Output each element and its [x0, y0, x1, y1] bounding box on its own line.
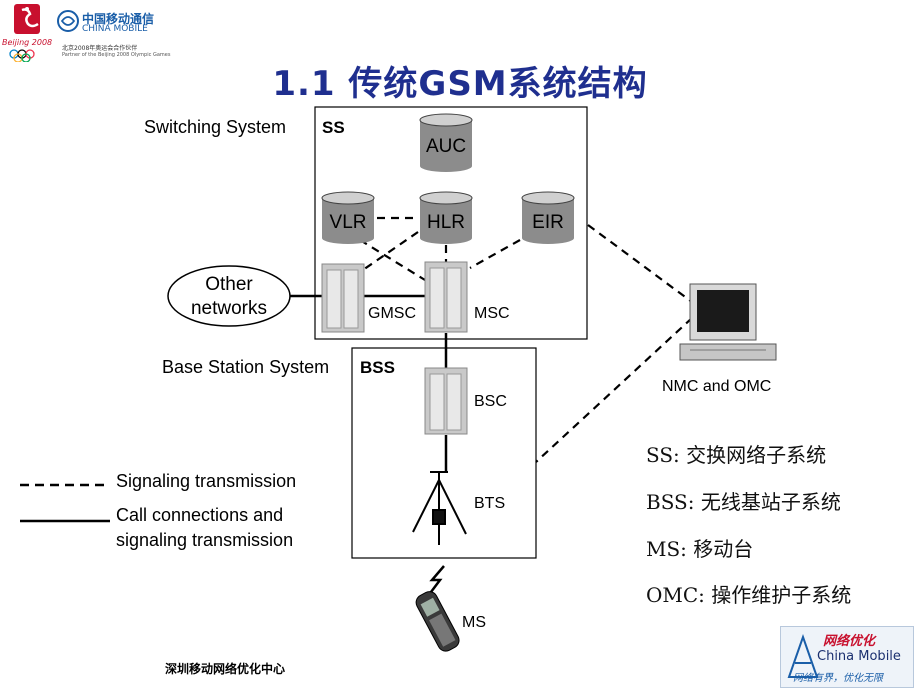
beijing-label: Beijing 2008: [2, 38, 53, 47]
partner-text-cn: 北京2008年奥运会合作伙伴: [62, 45, 138, 52]
bss-caption: Base Station System: [162, 357, 329, 377]
bsc-rack-icon: [424, 367, 468, 435]
auc-cylinder: [419, 113, 473, 172]
ss-box: [314, 106, 588, 340]
eir-label: EIR: [532, 212, 564, 233]
msc-label: MSC: [474, 305, 510, 322]
call-links: [290, 294, 448, 472]
footer-org: 深圳移动网络优化中心: [165, 662, 286, 676]
badge-title-en: China Mobile: [817, 649, 901, 664]
badge-title-cn: 网络优化: [823, 634, 876, 649]
bss-tag: BSS: [360, 358, 395, 377]
vlr-label: VLR: [330, 212, 367, 233]
gmsc-rack-icon: [321, 263, 365, 333]
hlr-label: HLR: [427, 212, 465, 233]
bss-box: [351, 347, 537, 559]
china-mobile-name-cn: 中国移动通信: [82, 12, 155, 26]
vlr-cylinder: [321, 191, 375, 244]
definition-bss: BSS: 无线基站子系统: [646, 490, 841, 514]
bsc-label: BSC: [474, 393, 507, 410]
msc-rack-icon: [424, 261, 468, 333]
definition-ms: MS: 移动台: [646, 537, 754, 561]
definition-omc: OMC: 操作维护子系统: [646, 583, 852, 607]
china-mobile-logo-icon: [57, 10, 79, 32]
legend-solid-label-1: Call connections and: [116, 505, 283, 525]
legend-solid-label-2: signaling transmission: [116, 530, 293, 550]
signaling-links: [359, 216, 693, 463]
bts-label: BTS: [474, 495, 505, 512]
partner-text-en: Partner of the Beijing 2008 Olympic Game…: [62, 52, 171, 58]
network-optimization-badge: 网络优化 China Mobile 网络有界，优化无限: [780, 626, 914, 688]
slide-title: 1.1 传统GSM系统结构: [272, 64, 648, 104]
china-mobile-name-en: CHINA MOBILE: [82, 24, 148, 34]
other-networks-line1: Other: [205, 274, 253, 295]
auc-label: AUC: [426, 136, 466, 157]
beijing-olympics-logo: [6, 4, 52, 63]
gmsc-label: GMSC: [368, 305, 416, 322]
ss-caption: Switching System: [144, 117, 286, 137]
mobile-phone-icon: [415, 591, 460, 652]
nmc-omc-label: NMC and OMC: [662, 378, 771, 395]
eir-cylinder: [521, 191, 575, 244]
ms-label: MS: [462, 614, 486, 631]
badge-icon: [787, 633, 819, 678]
other-networks-line2: networks: [191, 298, 267, 319]
computer-terminal-icon: [679, 283, 777, 361]
definition-ss: SS: 交换网络子系统: [646, 443, 827, 467]
badge-slogan: 网络有界，优化无限: [793, 673, 883, 684]
hlr-cylinder: [419, 191, 473, 244]
legend-dashed-label: Signaling transmission: [116, 471, 296, 491]
bts-tower-icon: [412, 471, 467, 545]
ss-tag: SS: [322, 118, 345, 137]
wireless-signal-icon: [427, 565, 445, 597]
other-networks-ellipse: [167, 265, 291, 327]
